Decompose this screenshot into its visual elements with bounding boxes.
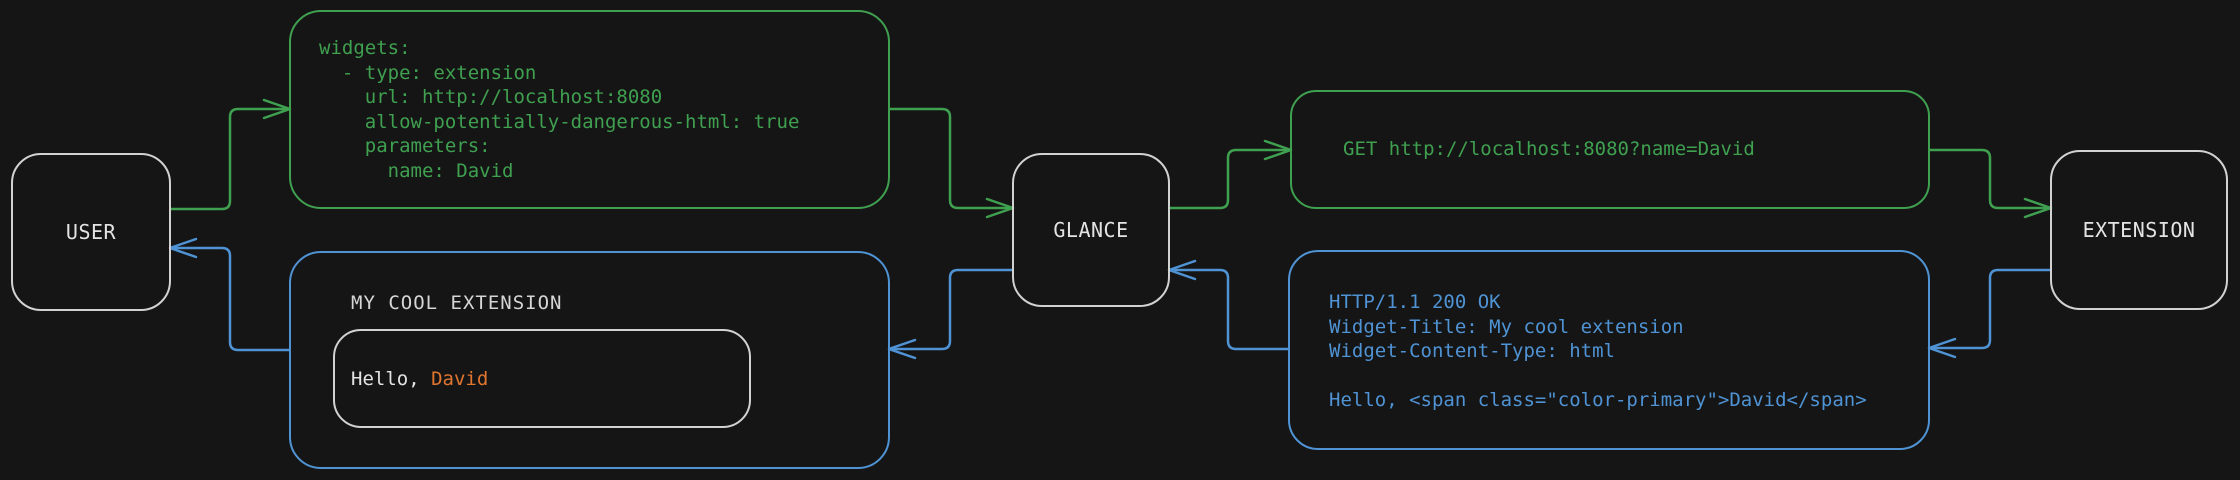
edge-glance-to-widget	[887, 268, 1014, 360]
node-glance-label: GLANCE	[1053, 218, 1129, 242]
edge-request-to-extension	[1928, 148, 2053, 219]
widget-greeting: Hello, David	[351, 368, 488, 390]
node-extension-label: EXTENSION	[2082, 218, 2196, 242]
edge-line	[1168, 268, 1290, 351]
node-user: USER	[11, 153, 171, 311]
edge-extension-to-response	[1927, 268, 2052, 359]
node-user-label: USER	[65, 220, 117, 244]
config-snippet-box	[289, 10, 890, 209]
widget-preview-box: MY COOL EXTENSION Hello, David	[289, 251, 890, 469]
edge-line	[1928, 148, 2052, 210]
edge-user-to-config	[169, 98, 292, 211]
greeting-name: David	[431, 367, 489, 390]
edge-line	[1928, 268, 2052, 350]
edge-response-to-glance	[1167, 259, 1290, 351]
greeting-prefix: Hello,	[351, 367, 432, 390]
edge-config-to-glance	[888, 107, 1015, 219]
edge-line	[169, 107, 291, 211]
edge-line	[1168, 148, 1292, 210]
node-extension: EXTENSION	[2050, 150, 2228, 310]
config-yaml-code: widgets: - type: extension url: http://l…	[319, 37, 800, 182]
widget-greeting-box: Hello, David	[333, 329, 751, 428]
http-request-code: GET http://localhost:8080?name=David	[1343, 138, 1755, 161]
response-snippet-box	[1288, 250, 1930, 450]
edge-widget-to-user	[168, 237, 291, 352]
edge-line	[169, 246, 291, 352]
edge-glance-to-request	[1168, 139, 1293, 210]
edge-line	[888, 107, 1014, 210]
widget-preview-title: MY COOL EXTENSION	[351, 292, 563, 314]
node-glance: GLANCE	[1012, 153, 1170, 307]
request-snippet-box: GET http://localhost:8080?name=David	[1290, 90, 1930, 209]
edge-line	[888, 268, 1014, 351]
http-response-code: HTTP/1.1 200 OK Widget-Title: My cool ex…	[1329, 291, 1867, 411]
